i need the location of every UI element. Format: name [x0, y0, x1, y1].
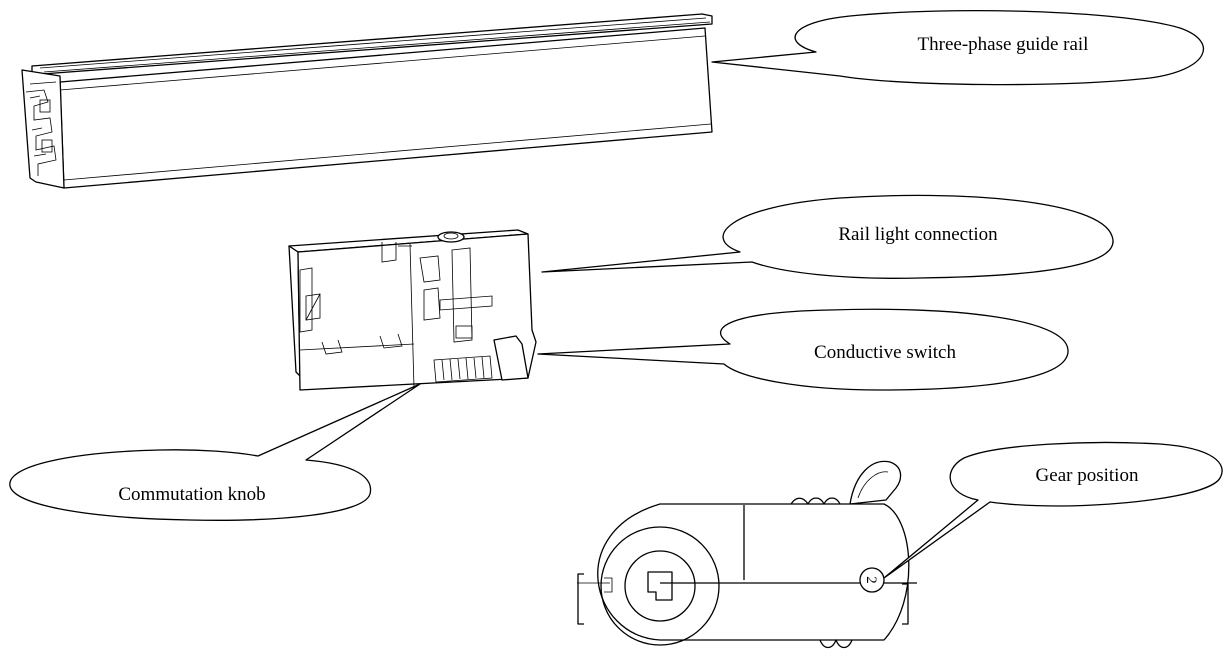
callout-conductive-switch: Conductive switch: [537, 308, 1069, 391]
callout-label-guide-rail: Three-phase guide rail: [918, 34, 1089, 55]
callout-three-phase-guide-rail: Three-phase guide rail: [711, 9, 1204, 86]
callout-label-conductive-switch: Conductive switch: [814, 342, 956, 363]
callout-rail-light-connection: Rail light connection: [541, 194, 1114, 279]
callout-gear-position: Gear position: [883, 441, 1223, 579]
rail-adapter-drawing: [288, 229, 537, 391]
callout-label-rail-light: Rail light connection: [838, 224, 998, 245]
gear-position-marker: 2: [863, 576, 879, 584]
knob-section-drawing: 2: [577, 460, 917, 649]
callout-label-gear-position: Gear position: [1036, 465, 1139, 486]
callout-commutation-knob: Commutation knob: [9, 383, 421, 521]
guide-rail-drawing: [21, 13, 713, 189]
callout-label-commutation-knob: Commutation knob: [118, 484, 265, 505]
